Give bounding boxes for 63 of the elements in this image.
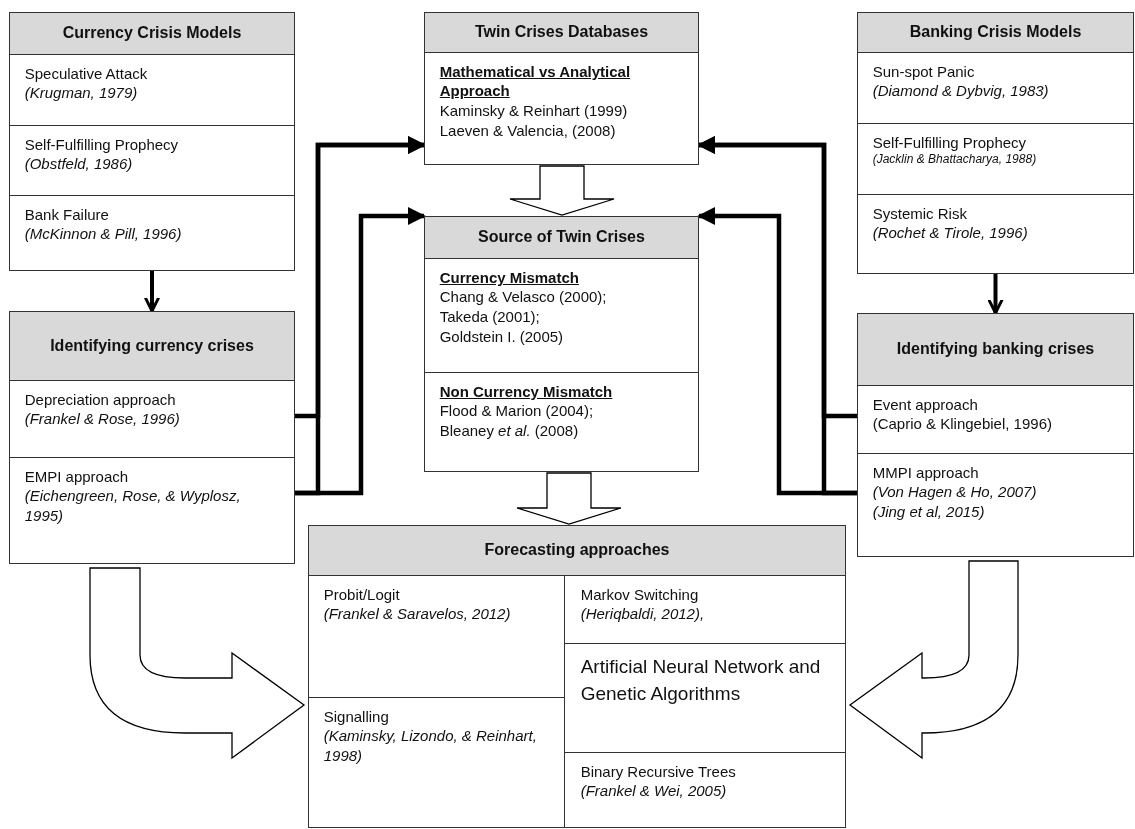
- group-heading: Twin Crises Databases: [425, 13, 698, 53]
- group-frame: [308, 525, 846, 828]
- group-frame: [9, 12, 295, 271]
- citation: (Krugman, 1979): [24, 83, 139, 104]
- citation: (Diamond & Dybvig, 1983): [872, 81, 1050, 102]
- group-heading: Source of Twin Crises: [425, 217, 698, 259]
- item-text: Depreciation approach: [24, 389, 177, 410]
- group-heading: Currency Crisis Models: [10, 13, 294, 55]
- citation: (Heriqbaldi, 2012),: [580, 604, 706, 625]
- arrow: [143, 271, 161, 313]
- section-heading: Mathematical vs Analytical Approach: [439, 61, 632, 102]
- item-text: Systemic Risk: [872, 203, 968, 224]
- group-frame: [857, 12, 1134, 274]
- citation: (Rochet & Tirole, 1996): [872, 223, 1029, 244]
- item-text: Speculative Attack: [24, 63, 149, 84]
- citation: (Eichengreen, Rose, & Wyplosz, 1995): [24, 486, 242, 527]
- item-text: Self-Fulfilling Prophecy: [24, 134, 180, 155]
- item-text: EMPI approach: [24, 466, 130, 487]
- arrow: [295, 207, 426, 496]
- item-text: MMPI approach: [872, 462, 980, 483]
- item-text: Flood & Marion (2004);: [439, 401, 595, 422]
- group-heading: Identifying banking crises: [858, 314, 1133, 386]
- item-text: Bank Failure: [24, 204, 110, 225]
- block-arrow: [509, 165, 615, 216]
- item-text: Sun-spot Panic: [872, 61, 976, 82]
- group-heading: Identifying currency crises: [10, 312, 294, 381]
- citation: (Jing et al, 2015): [872, 502, 986, 523]
- group-frame: [857, 313, 1134, 557]
- group-heading: Forecasting approaches: [309, 526, 845, 576]
- citation: (Frankel & Wei, 2005): [580, 781, 728, 802]
- section-heading: Currency Mismatch: [439, 267, 580, 288]
- item-text: Probit/Logit: [323, 584, 401, 605]
- citation: (Frankel & Saravelos, 2012): [323, 604, 512, 625]
- citation: (Jacklin & Bhattacharya, 1988): [872, 152, 1038, 169]
- item-text: Event approach: [872, 394, 979, 415]
- section-heading: Non Currency Mismatch: [439, 381, 614, 402]
- item-text: Artificial Neural Network and Genetic Algorithms: [580, 654, 822, 707]
- group-frame: [424, 216, 699, 472]
- item-text: (Caprio & Klingebiel, 1996): [872, 414, 1053, 435]
- group-frame: [9, 311, 295, 564]
- curved-block-arrow: [849, 560, 1019, 759]
- group-frame: [424, 12, 699, 165]
- item-text: Takeda (2001);: [439, 307, 541, 328]
- item-text: Chang & Velasco (2000);: [439, 287, 608, 308]
- list-cell: [307, 696, 565, 828]
- citation: (Von Hagen & Ho, 2007): [872, 482, 1038, 503]
- citation: (McKinnon & Pill, 1996): [24, 224, 183, 245]
- citation: (Kaminsky, Lizondo, & Reinhart, 1998): [323, 726, 538, 767]
- arrow: [987, 274, 1004, 315]
- arrow: [697, 207, 857, 496]
- item-text: Signalling: [323, 706, 390, 727]
- item-text: Goldstein I. (2005): [439, 327, 565, 347]
- item-text: Bleaney et al. (2008): [439, 421, 580, 442]
- citation: (Obstfeld, 1986): [24, 154, 134, 175]
- citation: (Frankel & Rose, 1996): [24, 409, 181, 430]
- group-heading: Banking Crisis Models: [858, 13, 1133, 53]
- block-arrow: [516, 472, 622, 525]
- item-text: Self-Fulfilling Prophecy: [872, 132, 1028, 153]
- item-text: Laeven & Valencia, (2008): [439, 121, 617, 141]
- item-text: Kaminsky & Reinhart (1999): [439, 101, 629, 122]
- curved-block-arrow: [89, 567, 305, 759]
- item-text: Markov Switching: [580, 584, 700, 605]
- item-text: Binary Recursive Trees: [580, 761, 737, 782]
